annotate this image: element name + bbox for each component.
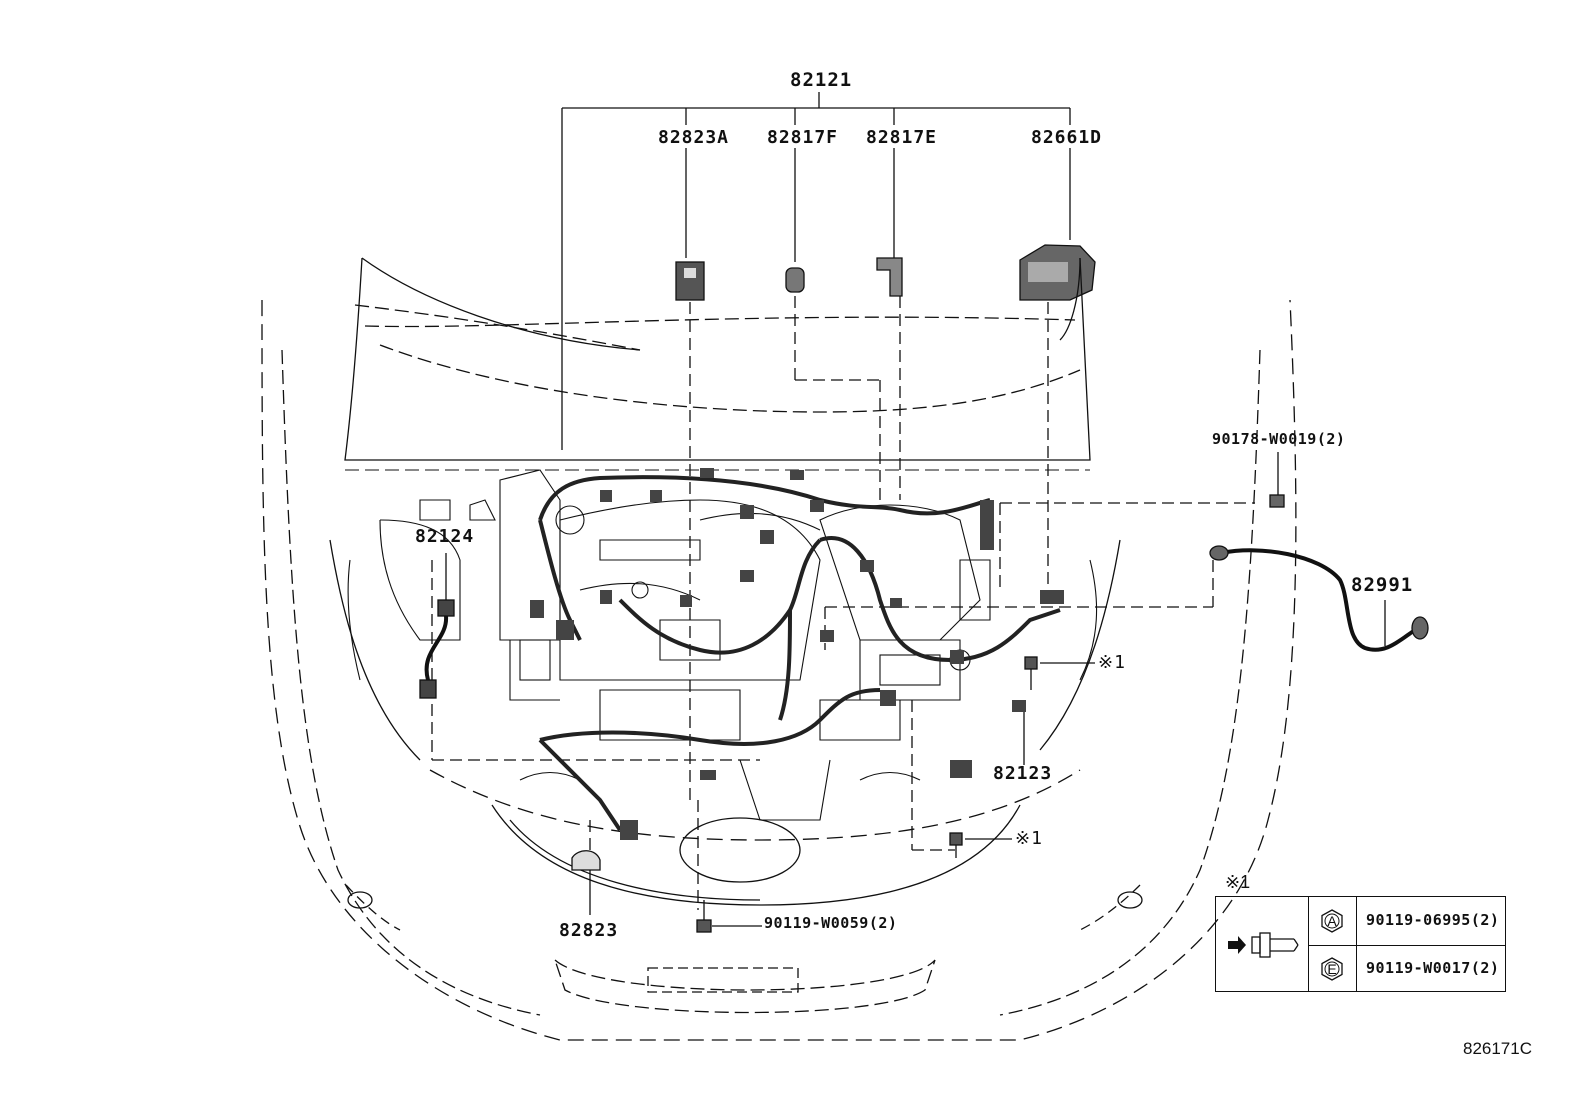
- part-82817E-clip[interactable]: [876, 257, 903, 297]
- legend-title: ※1: [1225, 872, 1251, 892]
- label-82823[interactable]: 82823: [559, 920, 619, 941]
- harness-connectors: [530, 468, 1064, 840]
- dashed-leaders: [431, 296, 1255, 910]
- part-82661D-fuse-block[interactable]: [1019, 244, 1096, 301]
- label-82124[interactable]: 82124: [415, 526, 475, 547]
- part-82817F-clip[interactable]: [785, 267, 805, 293]
- legend-code-a[interactable]: 90119-06995(2): [1366, 911, 1500, 929]
- ref-mark-1-b: ※1: [1015, 828, 1043, 849]
- hex-mark-a-letter: A: [1327, 913, 1337, 929]
- bolt-90119-W0059[interactable]: [696, 900, 762, 933]
- hex-mark-e-letter: E: [1327, 961, 1337, 977]
- arrow-bolt-icon: [1228, 932, 1299, 958]
- label-82817E[interactable]: 82817E: [866, 127, 938, 148]
- label-82823A[interactable]: 82823A: [658, 127, 730, 148]
- label-82991[interactable]: 82991: [1351, 574, 1414, 596]
- hex-mark-a-icon: A: [1320, 909, 1344, 933]
- legend-code-e[interactable]: 90119-W0017(2): [1366, 959, 1500, 977]
- hex-mark-e-icon: E: [1320, 957, 1344, 981]
- part-82124-harness[interactable]: [419, 553, 455, 699]
- legend-table: A E 90119-06995(2) 90119-W0017(2): [1215, 896, 1506, 992]
- legend-row-a: [1308, 897, 1505, 946]
- label-90119-W0059[interactable]: 90119-W0059(2): [764, 914, 898, 932]
- bolt-ref1-b[interactable]: [949, 832, 1012, 858]
- leader-82121: [561, 92, 1071, 450]
- ref-mark-1-a: ※1: [1098, 652, 1126, 673]
- label-82121[interactable]: 82121: [790, 69, 853, 91]
- label-82661D[interactable]: 82661D: [1031, 127, 1103, 148]
- label-82817F[interactable]: 82817F: [767, 127, 839, 148]
- diagram-id: 826171C: [1462, 1039, 1532, 1058]
- wire-harness-82121[interactable]: [538, 475, 1061, 832]
- part-82823-clip[interactable]: [571, 850, 601, 915]
- label-90178-W0019[interactable]: 90178-W0019(2): [1212, 430, 1346, 448]
- bolt-ref1-a[interactable]: [1024, 656, 1095, 690]
- label-82123[interactable]: 82123: [993, 763, 1053, 784]
- vehicle-body-outline: [261, 257, 1297, 1041]
- part-82823A-connector[interactable]: [675, 261, 705, 301]
- part-82991-cable[interactable]: [1209, 545, 1429, 652]
- part-90178-nut[interactable]: [1269, 452, 1285, 508]
